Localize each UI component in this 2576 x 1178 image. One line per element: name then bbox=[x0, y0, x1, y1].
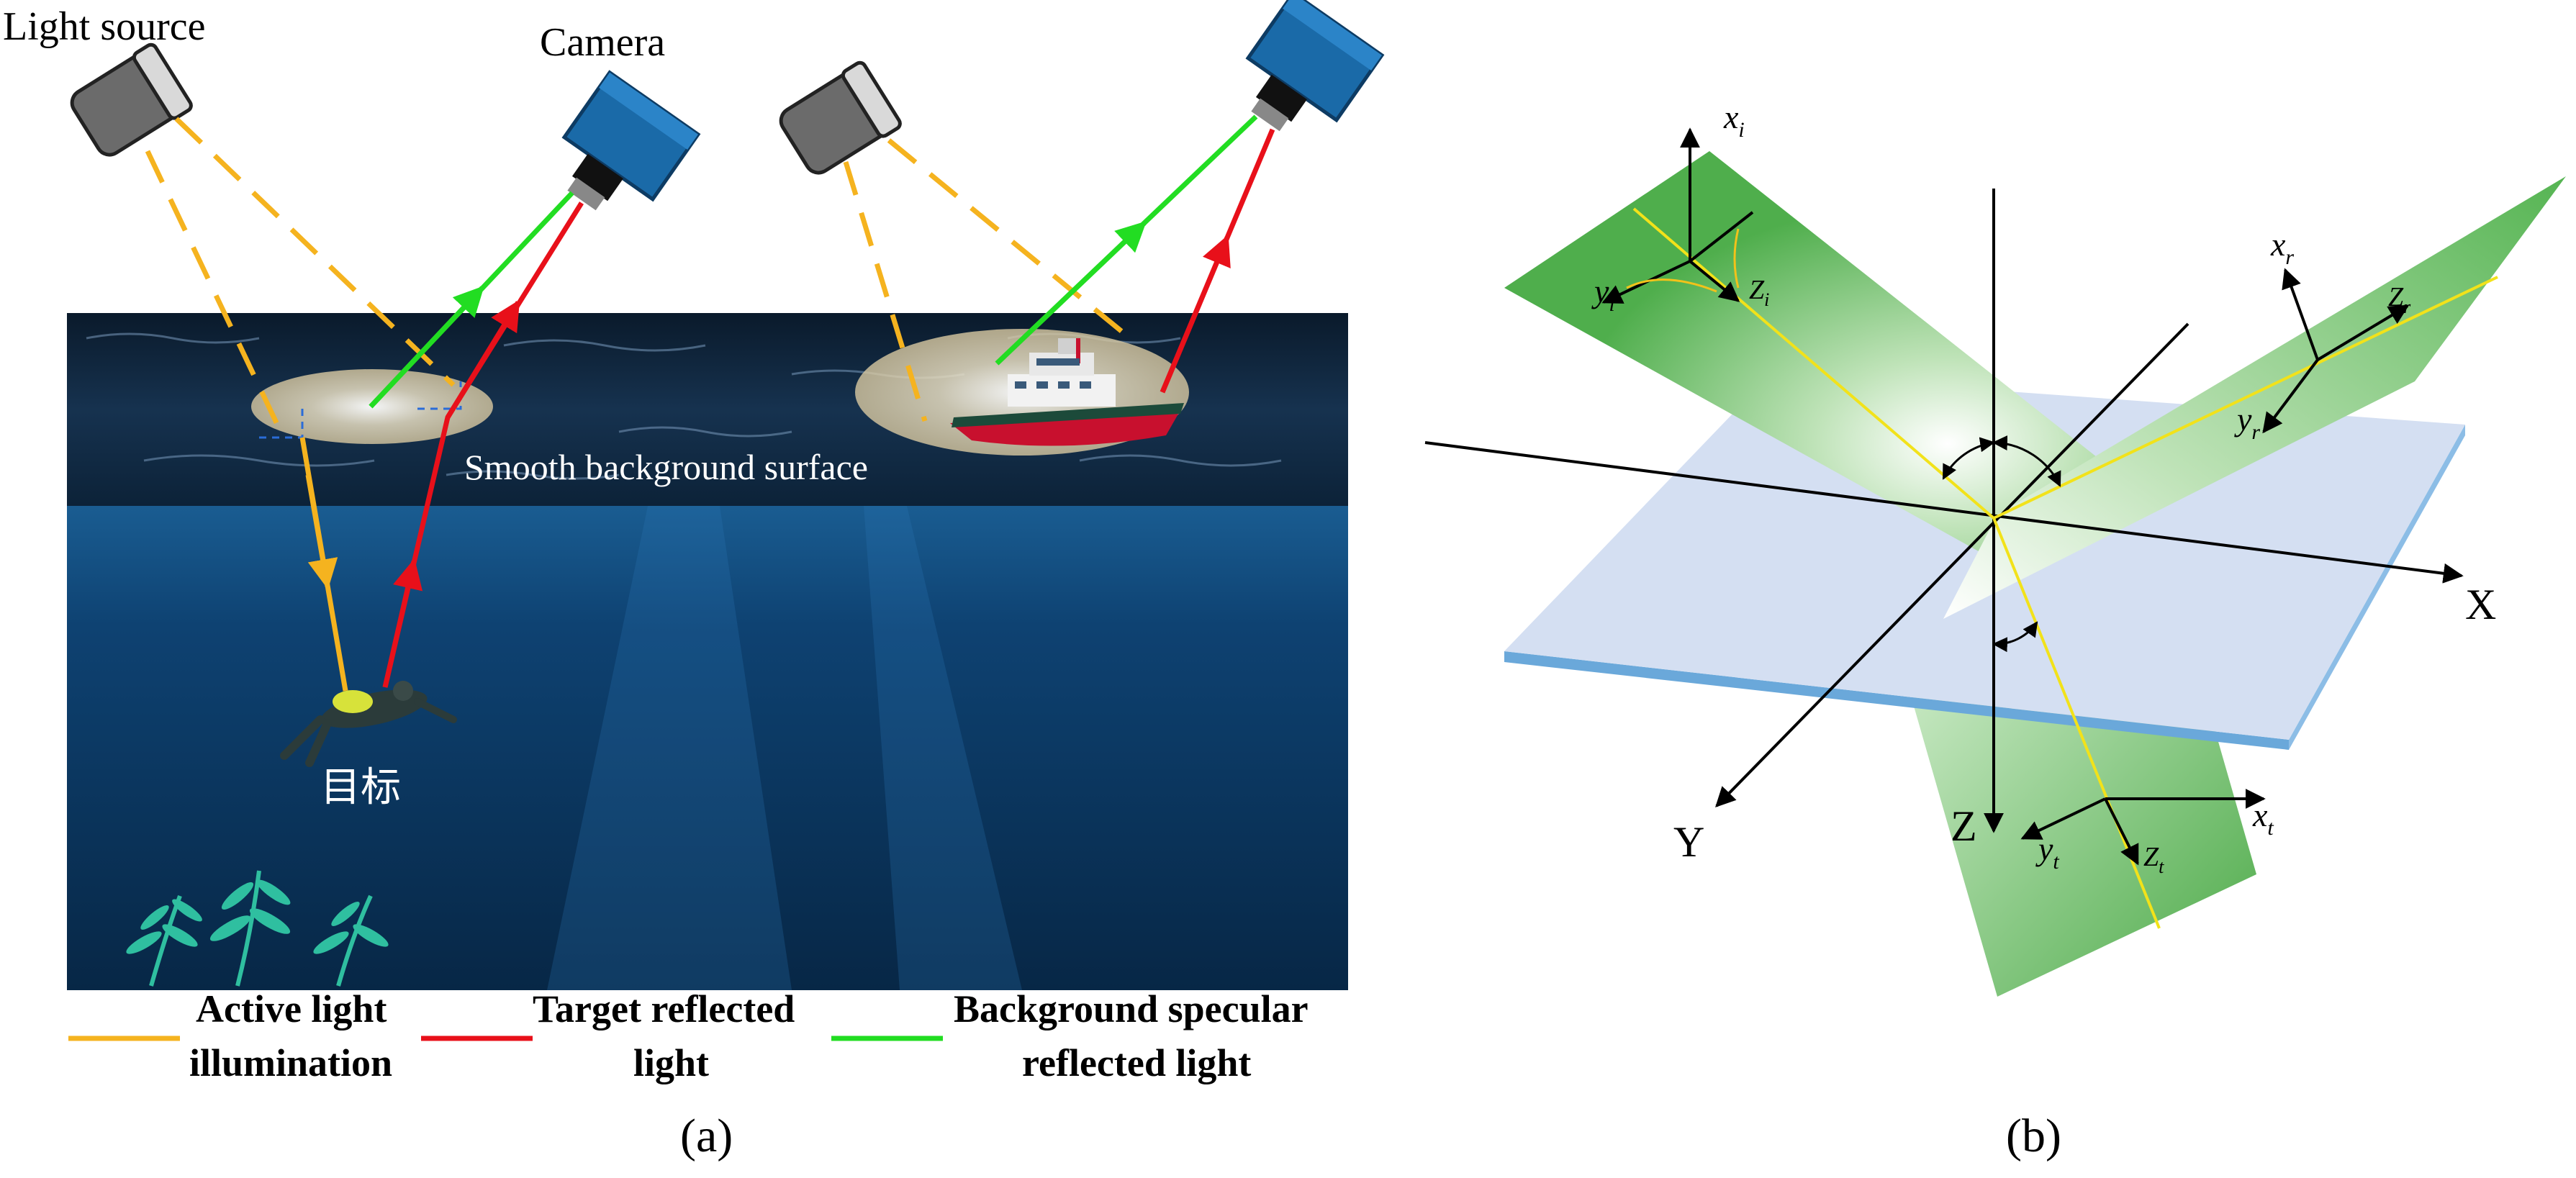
axis-x-label: X bbox=[2465, 581, 2496, 628]
angle-arc-incident bbox=[1942, 437, 1996, 480]
transmitted-y-label: yt bbox=[2035, 830, 2059, 874]
transmitted-x-label: xt bbox=[2252, 797, 2274, 840]
reflected-y-label: yr bbox=[2234, 401, 2260, 444]
axis-z-label: Z bbox=[1951, 802, 1977, 850]
camera-label: Camera bbox=[540, 20, 665, 65]
reflected-x-label: xr bbox=[2270, 226, 2294, 269]
legend-illumination-line2: illumination bbox=[189, 1041, 392, 1084]
reflected-ray bbox=[1993, 276, 2498, 520]
target-label: 目标 bbox=[320, 766, 401, 810]
camera-right bbox=[1245, 0, 1385, 132]
slab-right-edge bbox=[2289, 425, 2465, 750]
rays-right bbox=[843, 114, 1275, 422]
panel-b-label: (b) bbox=[2006, 1110, 2061, 1162]
light-source-left bbox=[70, 42, 193, 157]
target-arrow-left-1 bbox=[382, 558, 423, 688]
reflected-z-label: Zr bbox=[2388, 282, 2411, 317]
angle-arc-reflected bbox=[1992, 435, 2061, 487]
incident-x-label: xi bbox=[1723, 99, 1745, 142]
illumination-ray-right-1 bbox=[843, 160, 928, 422]
legend-target-line1: Target reflected bbox=[533, 987, 795, 1030]
legend: Active light illumination Target reflect… bbox=[68, 987, 1309, 1084]
reflected-plane bbox=[1943, 176, 2566, 619]
legend-target-line2: light bbox=[633, 1041, 709, 1084]
illumination-ray-left-2 bbox=[174, 117, 456, 387]
surface-label: Smooth background surface bbox=[464, 447, 868, 487]
incident-frame bbox=[1601, 127, 1754, 304]
specular-arrow-right bbox=[995, 221, 1147, 366]
slab-front-edge bbox=[1504, 651, 2289, 750]
incident-z-label: Zi bbox=[1749, 275, 1769, 310]
light-source-right bbox=[779, 60, 902, 175]
seaweed bbox=[126, 870, 389, 987]
reflected-frame bbox=[2262, 268, 2410, 434]
incident-y-label: yi bbox=[1591, 273, 1615, 316]
panel-a: Light source Camera Smooth background su… bbox=[3, 0, 1385, 1162]
light-source-label: Light source bbox=[3, 4, 205, 49]
diver-target bbox=[280, 681, 457, 767]
transmitted-frame bbox=[2020, 789, 2266, 866]
panel-a-label: (a) bbox=[680, 1110, 733, 1162]
legend-specular-line1: Background specular bbox=[954, 987, 1309, 1030]
illumination-ray-right-2 bbox=[887, 138, 1132, 340]
target-arrow-left-2 bbox=[446, 299, 520, 419]
axis-x bbox=[1424, 441, 2464, 584]
legend-illumination-line1: Active light bbox=[196, 987, 387, 1030]
incident-ray bbox=[1632, 207, 1995, 520]
camera-left bbox=[561, 70, 701, 211]
transmitted-z-label: Zt bbox=[2143, 842, 2164, 877]
specular-arrow-left bbox=[369, 285, 484, 409]
ship bbox=[950, 338, 1184, 446]
illumination-arrow-left bbox=[305, 474, 338, 590]
underwater-light-shafts bbox=[547, 506, 1022, 990]
legend-specular-line2: reflected light bbox=[1022, 1041, 1251, 1084]
target-arrow-right bbox=[1160, 235, 1231, 394]
panel-b: X Y Z xi yi Zi xr Zr yr xt yt Zt (b) bbox=[1424, 99, 2566, 1162]
axis-y bbox=[1715, 322, 2189, 808]
angle-arc-transmitted bbox=[1992, 621, 2038, 653]
underwater-region bbox=[67, 504, 1348, 990]
axis-y-label: Y bbox=[1673, 818, 1704, 866]
rays-left bbox=[145, 117, 584, 692]
